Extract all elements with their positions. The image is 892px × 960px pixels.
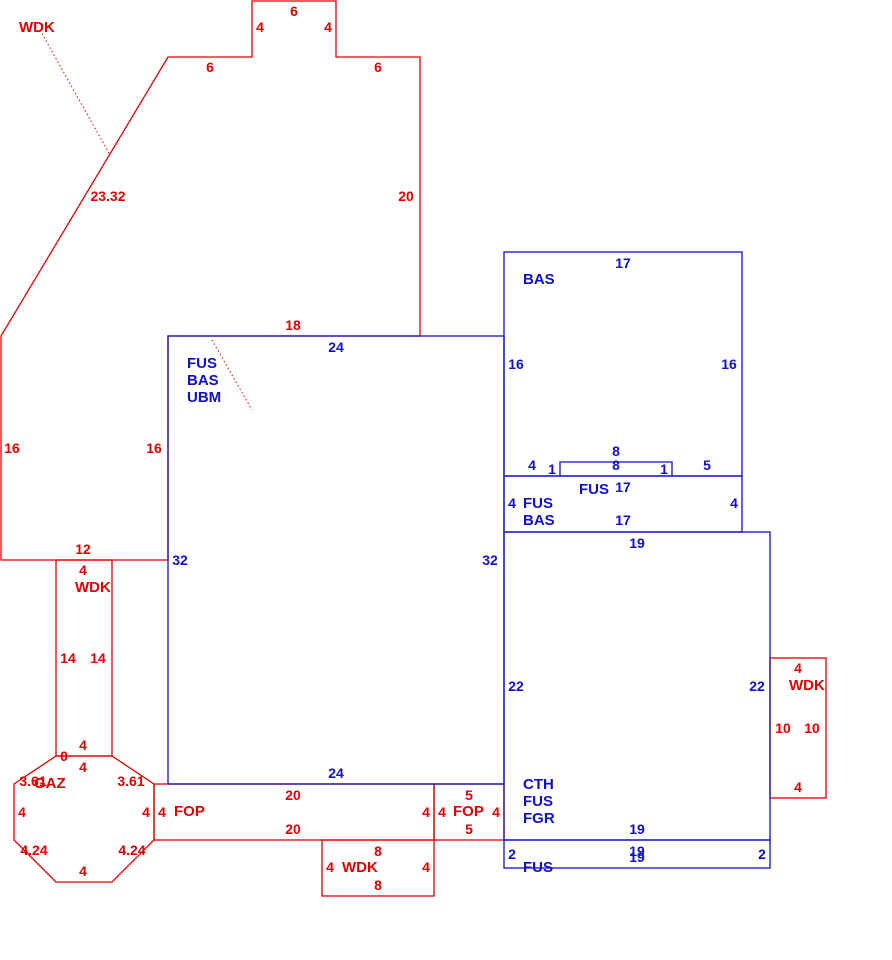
dim-wdk-right-top: 4 [794, 660, 802, 676]
dim-fop-mid-bottom: 5 [465, 821, 473, 837]
dim-fus-bas-mid-bottom: 17 [615, 512, 631, 528]
dim-bas-upper-right: 16 [721, 356, 737, 372]
dim-wdk-top-right: 20 [398, 188, 414, 204]
dim-bas-upper-bottom-left: 4 [528, 457, 536, 473]
area-label-wdk-bottom: WDK [342, 859, 378, 876]
wdk-top-deck-outline [0, 0, 421, 561]
dim-bas-upper-top: 17 [615, 255, 631, 271]
area-label-cth-3: FGR [523, 810, 555, 827]
dim-fop-left-right: 4 [422, 804, 430, 820]
bas-notch-outline [559, 461, 673, 476]
dim-wdk-top-peak-left: 4 [256, 19, 264, 35]
dim-bas-upper-notch-left: 1 [548, 461, 556, 477]
area-label-fus-bas-mid-2: BAS [523, 512, 555, 529]
dim-fop-mid-right: 4 [492, 804, 500, 820]
dim-wdk-top-peak-top: 6 [290, 3, 298, 19]
dim-fop-left-left: 4 [158, 804, 166, 820]
area-label-wdk-top: WDK [19, 19, 55, 36]
dim-bas-upper-bottom-right: 5 [703, 457, 711, 473]
area-label-cth-2: FUS [523, 793, 553, 810]
dim-bas-upper-notch-inner: 8 [612, 457, 620, 473]
area-label-fop-left: FOP [174, 803, 205, 820]
dim-gaz-top: 4 [79, 759, 87, 775]
dim-wdk-bottom-top: 8 [374, 843, 382, 859]
dim-wdk-right-bottom: 4 [794, 779, 802, 795]
dim-wdk-top-diagonal: 23.32 [90, 188, 125, 204]
dim-gaz-zero: 0 [60, 748, 68, 764]
dim-wdk-bottom-left: 4 [326, 859, 334, 875]
fus-bottom-outline [503, 839, 771, 869]
area-label-cth-1: CTH [523, 776, 554, 793]
dim-wdk-bottom-bottom: 8 [374, 877, 382, 893]
dim-gaz-bottom: 4 [79, 863, 87, 879]
dim-fus-bottom-top: 19 [629, 843, 645, 859]
area-label-fus-main-3: UBM [187, 389, 221, 406]
dim-wdk-left-right: 14 [90, 650, 106, 666]
area-label-fus-small: FUS [579, 481, 609, 498]
dim-cth-bottom: 19 [629, 821, 645, 837]
dim-wdk-top-bottom: 18 [285, 317, 301, 333]
dim-fop-left-bottom: 20 [285, 821, 301, 837]
dim-gaz-diag-ur: 3.61 [117, 773, 144, 789]
fus-leader-line [211, 339, 253, 411]
dim-wdk-left-bottom: 4 [79, 737, 87, 753]
dim-wdk-bottom-right: 4 [422, 859, 430, 875]
dim-wdk-top-bottom-left: 12 [75, 541, 91, 557]
dim-wdk-top-inner-right: 16 [146, 440, 162, 456]
dim-wdk-top-peak-right: 4 [324, 19, 332, 35]
dim-wdk-right-right: 10 [804, 720, 820, 736]
area-label-fus-bottom: FUS [523, 859, 553, 876]
dim-fop-left-top: 20 [285, 787, 301, 803]
dim-fus-bas-mid-right: 4 [730, 495, 738, 511]
dim-fus-main-left: 32 [172, 552, 188, 568]
dim-fus-main-right: 32 [482, 552, 498, 568]
dim-wdk-left-top: 4 [79, 562, 87, 578]
dim-wdk-top-left: 16 [4, 440, 20, 456]
dim-bas-upper-notch-right: 1 [660, 461, 668, 477]
dim-bas-upper-notch-top: 8 [612, 443, 620, 459]
area-label-gaz: GAZ [34, 775, 66, 792]
area-label-fus-main-2: BAS [187, 372, 219, 389]
area-label-fus-bas-mid-1: FUS [523, 495, 553, 512]
dim-fus-bottom-bottom: 19 [629, 849, 645, 865]
area-label-fop-mid: FOP [453, 803, 484, 820]
dim-wdk-left-left: 14 [60, 650, 76, 666]
dim-cth-top: 19 [629, 535, 645, 551]
dim-cth-left: 22 [508, 678, 524, 694]
dim-fus-bottom-left: 2 [508, 846, 516, 862]
dim-fop-mid-top: 5 [465, 787, 473, 803]
dim-fus-bottom-right: 2 [758, 846, 766, 862]
wdk-top-leader-line [39, 29, 111, 156]
dim-wdk-top-ledge-right: 6 [374, 59, 382, 75]
dim-fus-bas-mid-left: 4 [508, 495, 516, 511]
area-label-wdk-right: WDK [789, 677, 825, 694]
dim-gaz-diag-ul: 3.61 [19, 773, 46, 789]
dim-gaz-left: 4 [18, 804, 26, 820]
dim-gaz-diag-lr: 4.24 [118, 842, 145, 858]
area-label-bas-upper: BAS [523, 271, 555, 288]
dim-wdk-top-ledge-left: 6 [206, 59, 214, 75]
dim-fus-main-top: 24 [328, 339, 344, 355]
dim-cth-right: 22 [749, 678, 765, 694]
dim-bas-upper-bottom: 17 [615, 479, 631, 495]
dim-fus-main-bottom: 24 [328, 765, 344, 781]
wdk-bottom-deck-outline [321, 839, 435, 897]
dim-wdk-right-left: 10 [775, 720, 791, 736]
area-label-wdk-left: WDK [75, 579, 111, 596]
dim-bas-upper-left: 16 [508, 356, 524, 372]
dim-gaz-right: 4 [142, 804, 150, 820]
dim-fop-mid-left: 4 [438, 804, 446, 820]
dim-gaz-diag-ll: 4.24 [20, 842, 47, 858]
area-label-fus-main-1: FUS [187, 355, 217, 372]
gaz-gazebo-outline [13, 755, 155, 883]
